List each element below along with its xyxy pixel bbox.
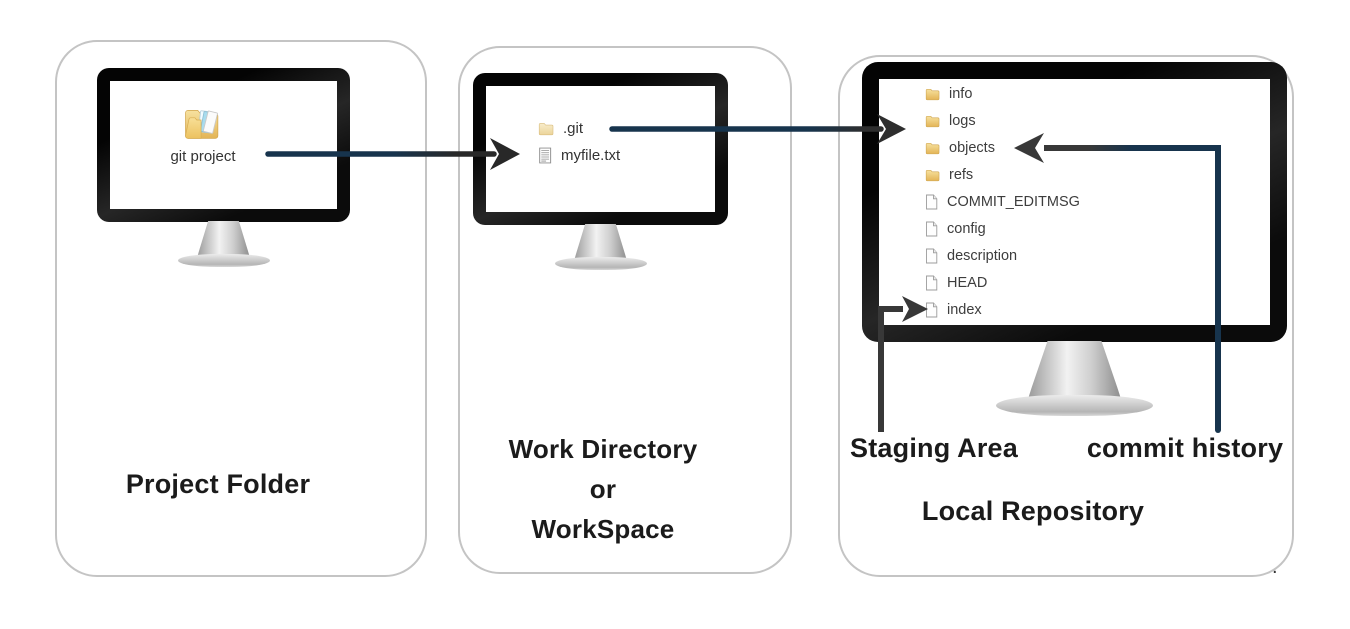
work-directory-title-line2: or [589, 474, 617, 504]
desktop-icon-label: git project [170, 148, 236, 165]
desktop-icon-git-project: git project [148, 105, 258, 165]
monitor-3-screen [879, 79, 1270, 325]
git-folder-file-list: info logs objects refs COMMIT_EDITMSG co… [925, 80, 1080, 323]
file-icon [925, 248, 938, 264]
card-title-work-directory: Work Directory or WorkSpace [466, 429, 740, 549]
file-icon [925, 302, 938, 318]
folder-icon [538, 121, 554, 136]
list-item: objects [925, 134, 1080, 161]
list-item: COMMIT_EDITMSG [925, 188, 1080, 215]
folder-icon [925, 87, 940, 101]
folder-icon [925, 114, 940, 128]
monitor-1-stand-base [178, 254, 270, 267]
list-item: myfile.txt [538, 142, 620, 169]
work-directory-title-line3: WorkSpace [531, 514, 675, 544]
folder-icon [925, 168, 940, 182]
list-item: index [925, 296, 1080, 323]
monitor-2-screen [486, 86, 715, 212]
open-folder-icon [182, 105, 224, 147]
card-title-project-folder: Project Folder [125, 469, 311, 499]
folder-icon [925, 141, 940, 155]
file-icon [925, 275, 938, 291]
monitor-1-screen: git project [110, 81, 337, 209]
work-directory-title-line1: Work Directory [508, 434, 698, 464]
list-item: logs [925, 107, 1080, 134]
file-icon [925, 194, 938, 210]
commit-history-label: commit history [1086, 433, 1284, 463]
list-item: HEAD [925, 269, 1080, 296]
list-item: config [925, 215, 1080, 242]
list-item: description [925, 242, 1080, 269]
list-item: info [925, 80, 1080, 107]
staging-area-label: Staging Area [850, 433, 1018, 463]
monitor-3-stand-base [996, 395, 1153, 416]
work-directory-file-list: .git myfile.txt [538, 115, 620, 169]
file-icon [925, 221, 938, 237]
stray-dot: . [1272, 556, 1278, 578]
card-title-local-repository: Local Repository [921, 496, 1145, 526]
monitor-2-stand-base [555, 257, 647, 270]
text-file-icon [538, 147, 552, 164]
list-item: refs [925, 161, 1080, 188]
list-item: .git [538, 115, 620, 142]
